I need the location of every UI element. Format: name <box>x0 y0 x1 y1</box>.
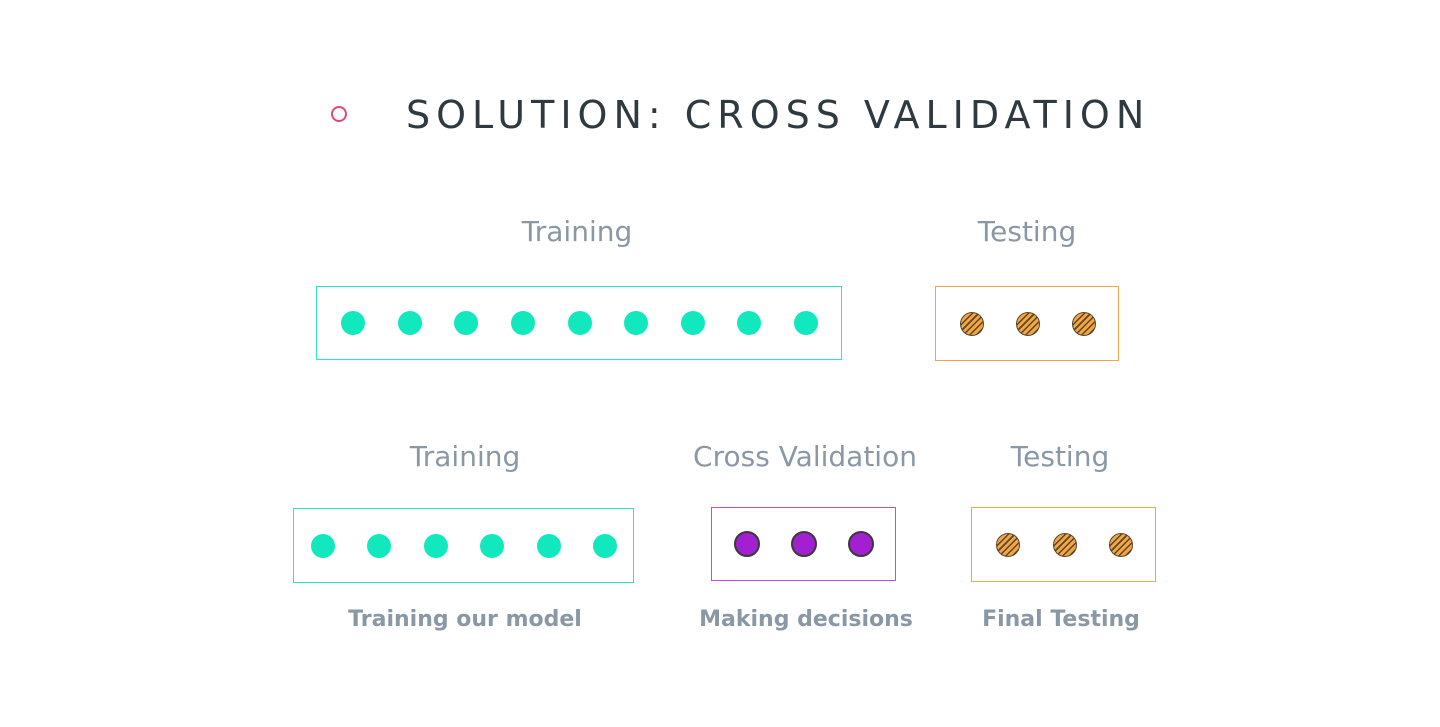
training-point-icon <box>480 533 505 558</box>
row2-testing-box <box>971 507 1156 582</box>
cv-point-icon <box>848 531 874 557</box>
training-point-icon <box>567 311 592 335</box>
training-point-icon <box>454 311 479 335</box>
row1-testing-label: Testing <box>977 215 1077 248</box>
training-point-icon <box>311 533 335 558</box>
row1-testing-box <box>935 286 1119 361</box>
training-point-icon <box>341 311 365 335</box>
row2-cv-box <box>711 507 896 581</box>
title-bullet-icon <box>331 106 347 122</box>
cv-point-icon <box>791 531 817 557</box>
row2-training-label: Training <box>409 440 521 473</box>
testing-point-icon <box>1016 311 1040 336</box>
row2-testing-label: Testing <box>1010 440 1110 473</box>
training-point-icon <box>794 311 818 335</box>
training-point-icon <box>592 533 617 558</box>
training-point-icon <box>624 311 649 335</box>
training-point-icon <box>367 533 392 558</box>
row2-cv-label: Cross Validation <box>693 440 917 473</box>
testing-point-icon <box>1072 311 1096 336</box>
row1-training-label: Training <box>521 215 633 248</box>
training-point-icon <box>737 311 762 335</box>
row2-training-box <box>293 508 634 583</box>
testing-point-icon <box>996 532 1020 557</box>
slide-title: SOLUTION: CROSS VALIDATION <box>406 93 1151 137</box>
training-caption: Training our model <box>348 607 582 632</box>
training-point-icon <box>536 533 561 558</box>
row1-training-box <box>316 286 842 360</box>
testing-caption: Final Testing <box>982 607 1140 632</box>
testing-point-icon <box>1109 532 1133 557</box>
testing-point-icon <box>960 311 984 336</box>
cv-point-icon <box>734 531 760 557</box>
cv-caption: Making decisions <box>699 607 913 632</box>
testing-point-icon <box>1052 532 1077 557</box>
training-point-icon <box>397 311 422 335</box>
training-point-icon <box>423 533 448 558</box>
training-point-icon <box>680 311 705 335</box>
training-point-icon <box>510 311 535 335</box>
